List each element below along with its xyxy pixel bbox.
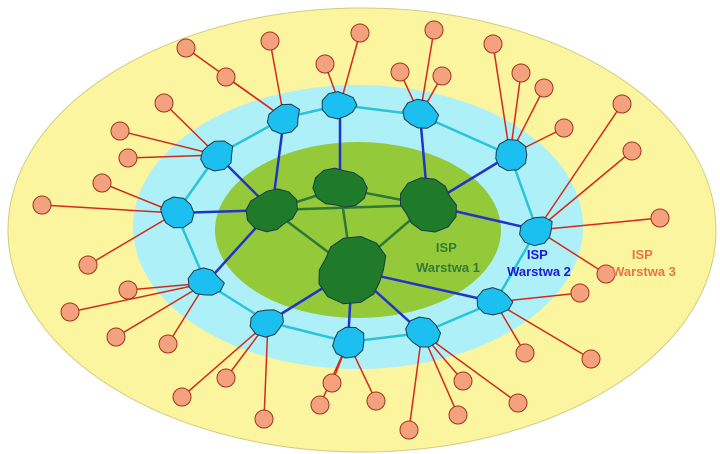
tier3-isp-node	[172, 387, 192, 407]
tier3-isp-node	[110, 121, 130, 141]
tier3-isp-node	[596, 264, 616, 284]
tier1-isp-node	[318, 236, 387, 305]
tier3-isp-node	[508, 393, 528, 413]
tier1-isp-node	[312, 167, 368, 208]
tier1-isp-node	[400, 177, 457, 233]
tier3-isp-node	[216, 368, 236, 388]
tier3-isp-node	[118, 280, 138, 300]
tier2-isp-node	[519, 216, 553, 247]
tier3-isp-node	[158, 334, 178, 354]
tier3-isp-node	[350, 23, 370, 43]
tier3-isp-node	[622, 141, 642, 161]
tier3-isp-node	[78, 255, 98, 275]
tier2-isp-node	[200, 140, 234, 172]
tier3-isp-node	[515, 343, 535, 363]
tier2-isp-node	[402, 98, 440, 129]
tier3-isp-node	[483, 34, 503, 54]
tier3-isp-node	[424, 20, 444, 40]
tier3-isp-node	[92, 173, 112, 193]
tier2-isp-node	[405, 316, 441, 348]
tier2-label-line1: ISP	[527, 247, 548, 262]
tier3-label-line2: Warstwa 3	[612, 264, 676, 279]
tier3-isp-node	[60, 302, 80, 322]
tier3-isp-node	[254, 409, 274, 429]
tier3-isp-node	[106, 327, 126, 347]
tier3-isp-node	[612, 94, 632, 114]
tier3-isp-node	[315, 54, 335, 74]
tier3-isp-node	[310, 395, 330, 415]
tier3-isp-node	[581, 349, 601, 369]
tier3-label-line1: ISP	[632, 247, 653, 262]
tier3-link	[536, 150, 633, 231]
tier3-link	[69, 282, 207, 313]
tier3-isp-node	[216, 67, 236, 87]
tier3-isp-node	[176, 38, 196, 58]
tier3-link	[119, 130, 218, 156]
tier3-link	[408, 332, 423, 431]
tier3-isp-node	[260, 31, 280, 51]
tier3-isp-node	[399, 420, 419, 440]
tier3-isp-node	[570, 283, 590, 303]
tier3-isp-node	[118, 148, 138, 168]
tier1-isp-node	[245, 188, 298, 233]
tier3-link	[41, 204, 177, 214]
tier3-isp-node	[650, 208, 670, 228]
tier3-isp-node	[322, 373, 342, 393]
tier1-label-line2: Warstwa 1	[416, 260, 480, 275]
tier2-isp-node	[332, 326, 365, 359]
tier3-label: ISP Warstwa 3	[612, 247, 676, 279]
tier3-link	[181, 321, 269, 398]
nodes-layer	[32, 20, 670, 440]
tier3-isp-node	[432, 66, 452, 86]
tier3-isp-node	[453, 371, 473, 391]
tier3-isp-node	[511, 63, 531, 83]
tier2-label: ISP Warstwa 2	[507, 247, 571, 279]
tier2-label-line2: Warstwa 2	[507, 264, 571, 279]
tier2-isp-node	[160, 196, 195, 229]
tier2-isp-node	[266, 103, 300, 135]
tier2-isp-node	[249, 309, 284, 338]
tier2-isp-node	[321, 91, 358, 120]
tier3-link	[115, 282, 207, 338]
tier3-link	[421, 332, 519, 404]
tier3-isp-node	[534, 78, 554, 98]
tier3-link	[492, 43, 511, 156]
tier3-link	[494, 301, 592, 360]
tier3-link	[536, 217, 661, 231]
tier2-isp-node	[495, 139, 528, 172]
tier3-isp-node	[366, 391, 386, 411]
tier3-isp-node	[554, 118, 574, 138]
tier3-isp-node	[154, 93, 174, 113]
tier2-isp-node	[476, 287, 514, 316]
tier1-label-line1: ISP	[436, 240, 457, 255]
tier3-link	[536, 103, 623, 231]
tier3-isp-node	[448, 405, 468, 425]
tier3-link	[87, 212, 177, 266]
tier2-isp-node	[187, 267, 225, 296]
tier1-label: ISP Warstwa 1	[416, 240, 480, 275]
tier3-isp-node	[32, 195, 52, 215]
tier3-isp-node	[390, 62, 410, 82]
tier3-link	[263, 321, 269, 420]
